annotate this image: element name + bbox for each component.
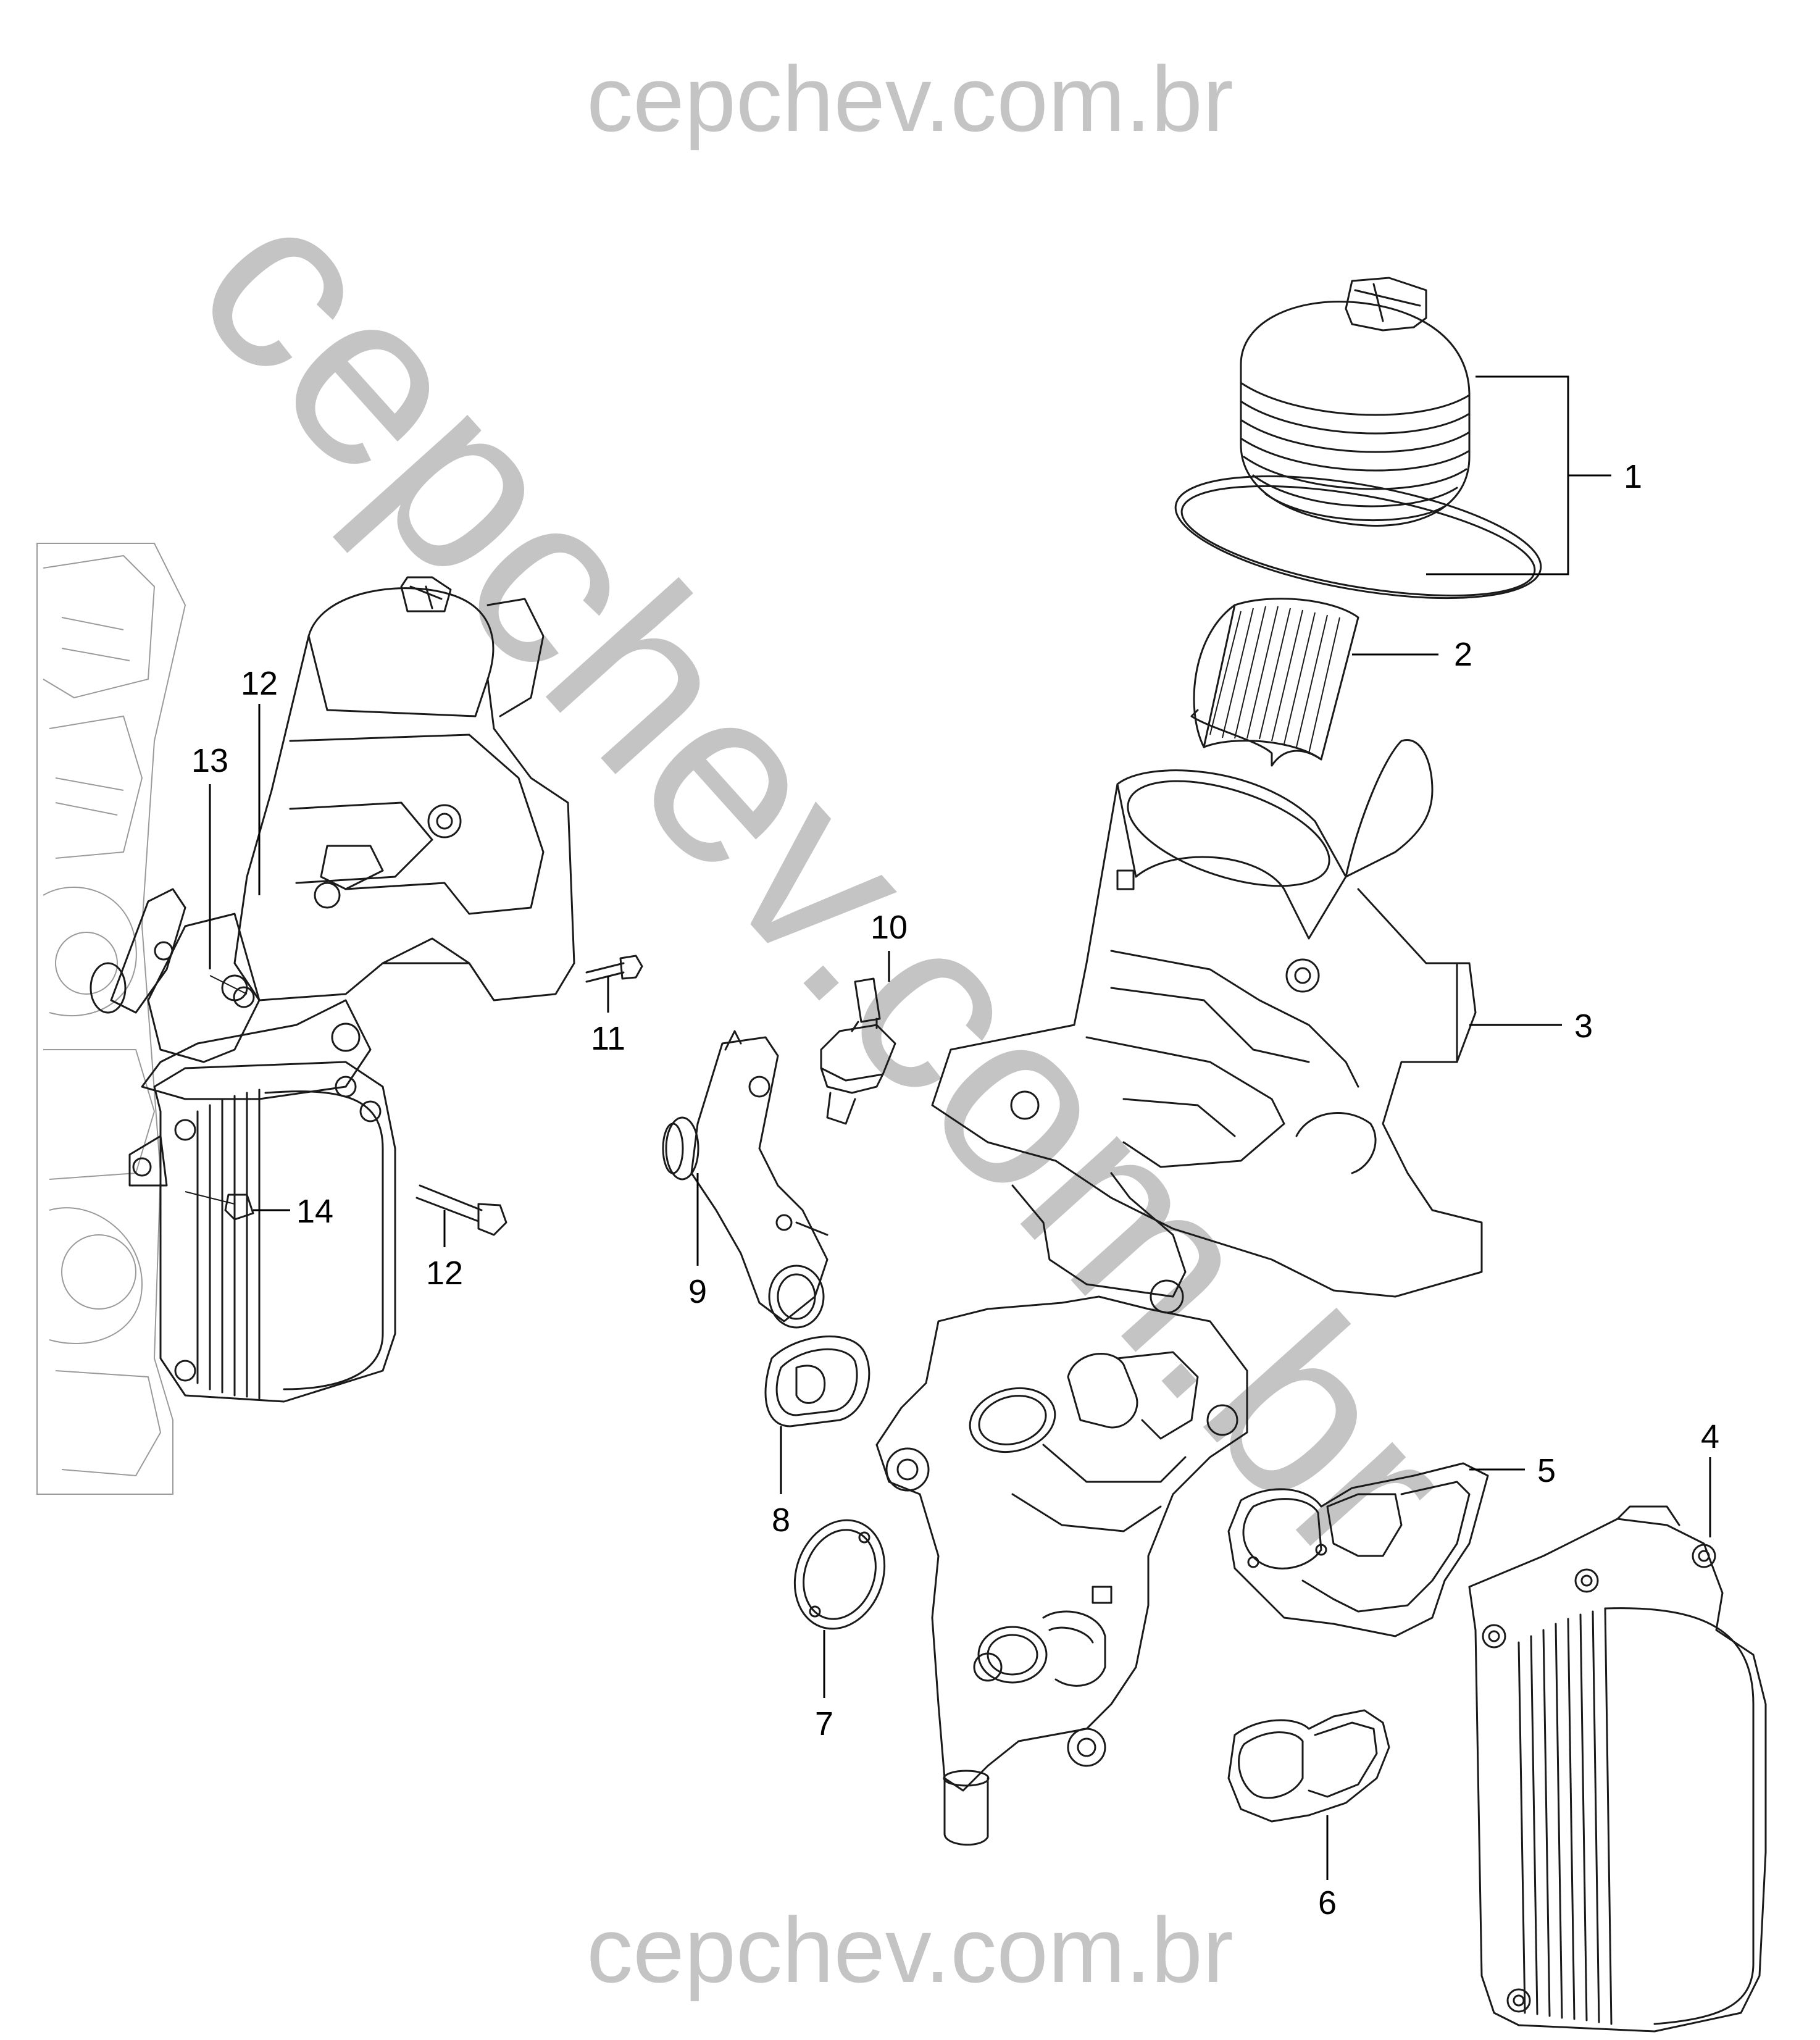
callout-2: 2 (1454, 636, 1472, 673)
oil-filter-housing (931, 739, 1483, 1298)
bolt-12 (415, 1184, 507, 1236)
gasket-8 (764, 1336, 870, 1428)
gasket-5 (1227, 1462, 1489, 1637)
leader-lines (209, 375, 1711, 1880)
watermark-diagonal: cepchev.com.br (145, 147, 1505, 1615)
callout-10: 10 (870, 909, 908, 946)
filter-cap (1174, 277, 1542, 600)
housing-base (875, 1172, 1248, 1846)
gasket-6 (1227, 1709, 1390, 1823)
callout-1: 1 (1624, 458, 1642, 495)
oil-cooler-4 (1468, 1505, 1767, 2033)
callout-9: 9 (688, 1273, 707, 1310)
assembled-housing (90, 576, 575, 1403)
bolt-11 (585, 955, 643, 983)
callout-14: 14 (296, 1193, 333, 1230)
watermark-top: cepchev.com.br (586, 47, 1234, 151)
callout-5: 5 (1537, 1452, 1556, 1489)
callout-4: 4 (1701, 1418, 1719, 1455)
pipe-9 (662, 1030, 829, 1329)
callout-8: 8 (772, 1502, 790, 1539)
callout-3: 3 (1574, 1008, 1593, 1045)
seal-7 (793, 1519, 886, 1630)
callout-7: 7 (815, 1705, 833, 1742)
callout-12-top: 12 (241, 665, 278, 702)
callout-6: 6 (1318, 1884, 1337, 1921)
callout-numbers: 1 2 3 4 5 6 7 8 9 10 11 12 13 14 12 (191, 458, 1719, 1921)
callout-11: 11 (591, 1020, 625, 1057)
callout-12-bottom: 12 (426, 1255, 463, 1292)
callout-13: 13 (191, 742, 228, 779)
filter-element (1190, 598, 1359, 767)
engine-block (36, 543, 186, 1495)
watermark-bottom: cepchev.com.br (586, 1898, 1234, 2002)
pressure-sensor-10 (820, 977, 896, 1125)
